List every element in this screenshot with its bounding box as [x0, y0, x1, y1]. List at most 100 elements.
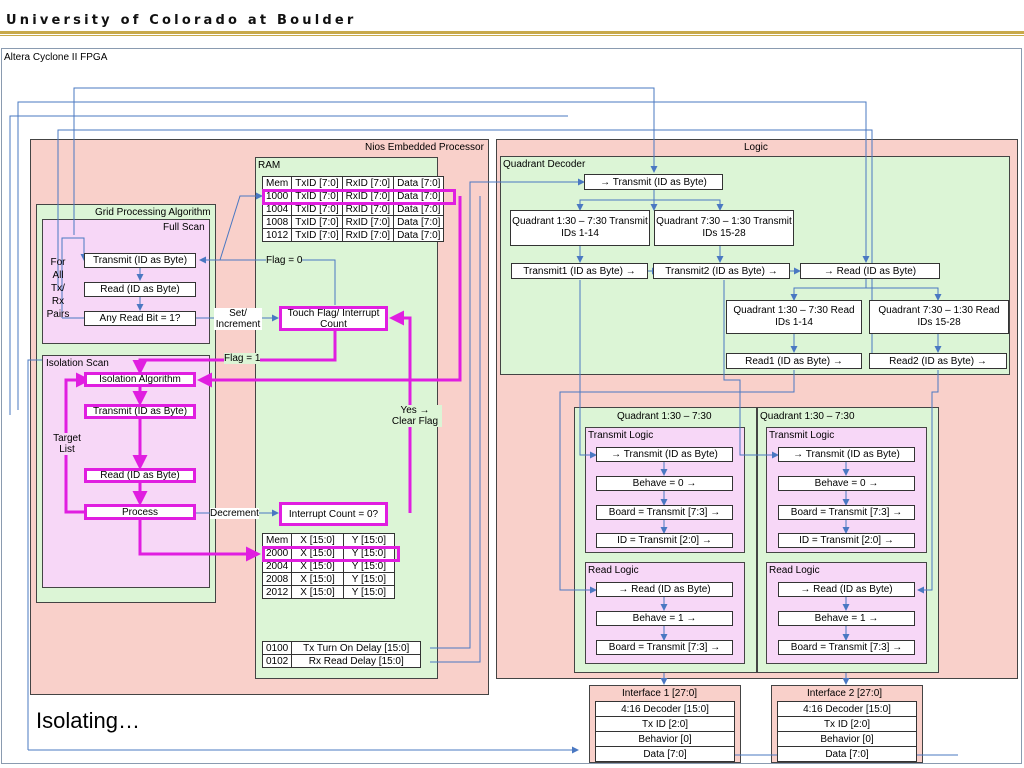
table-cell: TxID [7:0] [291, 228, 343, 242]
table-cell: RxID [7:0] [341, 215, 395, 229]
read2-box: Read2 (ID as Byte) → [869, 353, 1007, 369]
table-row: 1008 TxID [7:0] RxID [7:0] Data [7:0] [261, 215, 445, 229]
table-cell: Tx Turn On Delay [15:0] [291, 641, 422, 655]
full-read-box: Read (ID as Byte) [84, 282, 196, 297]
q2-rd-item-1: Behave = 1 → [778, 611, 915, 626]
table-cell: 1012 [261, 228, 293, 242]
iso-transmit-highlight [84, 404, 196, 419]
table-row: 0102 Rx Read Delay [15:0] [261, 654, 422, 668]
university-header: University of Colorado at Boulder [6, 13, 357, 28]
table-row: Behavior [0] [595, 731, 735, 747]
q2-rd-item-2: Board = Transmit [7:3] → [778, 640, 915, 655]
table-cell: Data [7:0] [393, 215, 445, 229]
process-highlight [84, 504, 196, 520]
set-increment-label: Set/ Increment [214, 308, 262, 330]
interface-table-2: 4:16 Decoder [15:0] Tx ID [2:0] Behavior… [777, 701, 917, 762]
table-cell: Rx Read Delay [15:0] [291, 654, 422, 668]
interface-table-1: 4:16 Decoder [15:0] Tx ID [2:0] Behavior… [595, 701, 735, 762]
interrupt-zero-highlight [279, 502, 388, 526]
quadrant-2-title: Quadrant 1:30 – 7:30 [760, 411, 855, 422]
table-cell: 0102 [261, 654, 293, 668]
table-cell: X [15:0] [291, 585, 344, 599]
flag1-label: Flag = 1 [224, 353, 261, 364]
transmit2-box: Transmit2 (ID as Byte) → [653, 263, 790, 279]
table-cell: TxID [7:0] [291, 215, 343, 229]
ram-table-2-header: Mem X [15:0] Y [15:0] [261, 533, 396, 547]
yes-clear-label: Yes → Clear Flag [388, 405, 442, 427]
q2-tx-item-2: Board = Transmit [7:3] → [778, 505, 915, 520]
flag0-label: Flag = 0 [266, 255, 303, 266]
table-row: Tx ID [2:0] [777, 716, 917, 732]
qd-transmit-box: → Transmit (ID as Byte) [584, 174, 723, 190]
table-cell: Tx ID [2:0] [595, 716, 735, 732]
ram-label: RAM [258, 160, 281, 171]
table-cell: 2012 [261, 585, 293, 599]
q1-tx-item-3: ID = Transmit [2:0] → [596, 533, 733, 548]
header-rule [0, 31, 1024, 34]
target-list-label: Target List [50, 433, 84, 455]
table-cell: 1008 [261, 215, 293, 229]
full-transmit-box: Transmit (ID as Byte) [84, 253, 196, 268]
tx-logic-label-1: Transmit Logic [588, 430, 654, 441]
ram-table-2-header-cell: X [15:0] [291, 533, 344, 547]
table-row: 2012 X [15:0] Y [15:0] [261, 585, 396, 599]
q1-rd-item-0: → Read (ID as Byte) [596, 582, 733, 597]
q1-tx-item-2: Board = Transmit [7:3] → [596, 505, 733, 520]
table-cell: Data [7:0] [393, 228, 445, 242]
ram-table-1-header-cell: Data [7:0] [393, 176, 445, 190]
rd-logic-label-1: Read Logic [588, 565, 639, 576]
table-cell: RxID [7:0] [341, 228, 395, 242]
table-cell: Y [15:0] [342, 585, 396, 599]
q1-tx-box: Quadrant 1:30 – 7:30 Transmit IDs 1-14 [510, 210, 650, 246]
table-row: 1004 TxID [7:0] RxID [7:0] Data [7:0] [261, 202, 445, 216]
table-cell: X [15:0] [291, 572, 344, 586]
table-cell: Y [15:0] [342, 572, 396, 586]
q1-rd-item-2: Board = Transmit [7:3] → [596, 640, 733, 655]
ram-table-2: Mem X [15:0] Y [15:0] 2000 X [15:0] Y [1… [261, 533, 396, 599]
q2-tx-item-0: → Transmit (ID as Byte) [778, 447, 915, 462]
q7-tx-box: Quadrant 7:30 – 1:30 Transmit IDs 15-28 [654, 210, 794, 246]
fpga-title: Altera Cyclone II FPGA [4, 52, 108, 63]
ram-table-3: 0100 Tx Turn On Delay [15:0] 0102 Rx Rea… [261, 641, 422, 668]
q1-rd-box: Quadrant 1:30 – 7:30 Read IDs 1-14 [726, 300, 862, 334]
nios-title: Nios Embedded Processor [365, 142, 484, 153]
rd-logic-label-2: Read Logic [769, 565, 820, 576]
table-cell: Data [7:0] [595, 746, 735, 762]
table-row: 2008 X [15:0] Y [15:0] [261, 572, 396, 586]
table-row: Behavior [0] [777, 731, 917, 747]
quadrant-1-title: Quadrant 1:30 – 7:30 [617, 411, 712, 422]
qd-read-box: → Read (ID as Byte) [800, 263, 940, 279]
ram-table-1-header-cell: RxID [7:0] [341, 176, 395, 190]
table-cell: 0100 [261, 641, 293, 655]
table-cell: 2008 [261, 572, 293, 586]
iso-read-highlight [84, 468, 196, 483]
ram-table-1-header: Mem TxID [7:0] RxID [7:0] Data [7:0] [261, 176, 445, 190]
ram-table-2-header-cell: Mem [261, 533, 293, 547]
table-row: 1012 TxID [7:0] RxID [7:0] Data [7:0] [261, 228, 445, 242]
for-all-label: For All Tx/ Rx Pairs [46, 257, 70, 320]
q2-tx-item-3: ID = Transmit [2:0] → [778, 533, 915, 548]
table-row: 0100 Tx Turn On Delay [15:0] [261, 641, 422, 655]
interface-1-title: Interface 1 [27:0] [622, 688, 698, 699]
ram-table-1: Mem TxID [7:0] RxID [7:0] Data [7:0] 100… [261, 176, 445, 242]
q2-rd-item-0: → Read (ID as Byte) [778, 582, 915, 597]
table-row: Tx ID [2:0] [595, 716, 735, 732]
isolation-scan-label: Isolation Scan [46, 358, 109, 369]
table-row: 4:16 Decoder [15:0] [777, 701, 917, 717]
q2-tx-item-1: Behave = 0 → [778, 476, 915, 491]
touch-flag-highlight [279, 306, 388, 331]
ram-table-2-header-cell: Y [15:0] [342, 533, 396, 547]
ram-row-1000-highlight [262, 189, 456, 205]
quadrant-decoder-label: Quadrant Decoder [503, 159, 586, 170]
full-scan-label: Full Scan [163, 222, 205, 233]
read1-box: Read1 (ID as Byte) → [726, 353, 862, 369]
table-cell: Data [7:0] [777, 746, 917, 762]
ram-table-1-header-cell: Mem [261, 176, 293, 190]
grid-title: Grid Processing Algorithm [95, 207, 211, 218]
tx-logic-label-2: Transmit Logic [769, 430, 835, 441]
any-read-box: Any Read Bit = 1? [84, 311, 196, 326]
q1-tx-item-1: Behave = 0 → [596, 476, 733, 491]
table-row: Data [7:0] [777, 746, 917, 762]
ram-row-2000-highlight [262, 546, 400, 562]
q1-tx-item-0: → Transmit (ID as Byte) [596, 447, 733, 462]
